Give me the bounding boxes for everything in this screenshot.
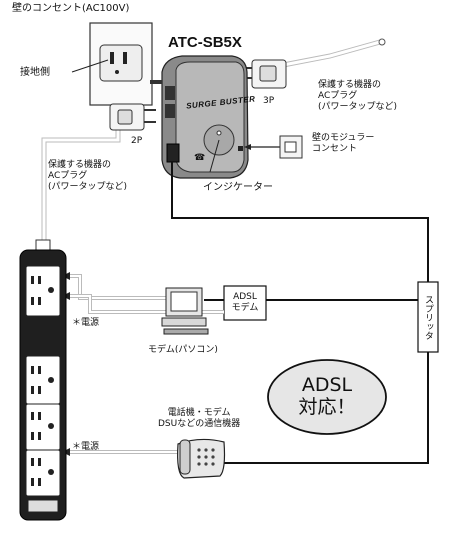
plug-2p [109, 103, 156, 131]
modem-pc-label: モデム(パソコン) [148, 345, 218, 355]
ground-side-label: 接地側 [20, 67, 50, 78]
phone-icon: ☎ [194, 153, 205, 163]
protect-plug-left-label: 保護する機器の ACプラグ (パワータップなど) [48, 160, 128, 192]
phone-line-device-splitter [171, 162, 429, 282]
indicator-pointer [209, 139, 220, 173]
protect-plug-right-label: 保護する機器の ACプラグ (パワータップなど) [318, 80, 398, 112]
modular-jack-label: 壁のモジュラー コンセント [312, 133, 375, 154]
surge-protector-device [150, 55, 249, 179]
wall-outlet-label: 壁のコンセント(AC100V) [12, 3, 130, 14]
product-name: ATC-SB5X [168, 34, 242, 51]
adsl-modem-label: ADSL モデム [231, 292, 259, 313]
plug-2p-label: 2P [131, 136, 143, 146]
adsl-badge-text: ADSL 対応！ [298, 374, 356, 418]
power-label-1: ＊電源 [72, 318, 100, 328]
telephone [177, 438, 226, 479]
splitter-label: スプリッタ [423, 294, 433, 340]
adsl-badge-shape [267, 359, 387, 435]
power-strip [19, 239, 67, 521]
adsl-modem-box [223, 285, 267, 321]
power-label-2: ＊電源 [72, 442, 100, 452]
indicator-label: インジケーター [203, 182, 273, 193]
plug-3p-label: 3P [263, 96, 275, 106]
ground-pointer [71, 59, 109, 73]
wall-outlet [89, 22, 153, 106]
modular-jack [279, 135, 303, 159]
splitter-box [417, 281, 439, 353]
pc-computer [161, 287, 209, 335]
line-splitter-phone [214, 352, 429, 464]
plug-3p [240, 59, 287, 89]
phone-devices-label: 電話機・モデム DSUなどの通信機器 [158, 408, 241, 429]
